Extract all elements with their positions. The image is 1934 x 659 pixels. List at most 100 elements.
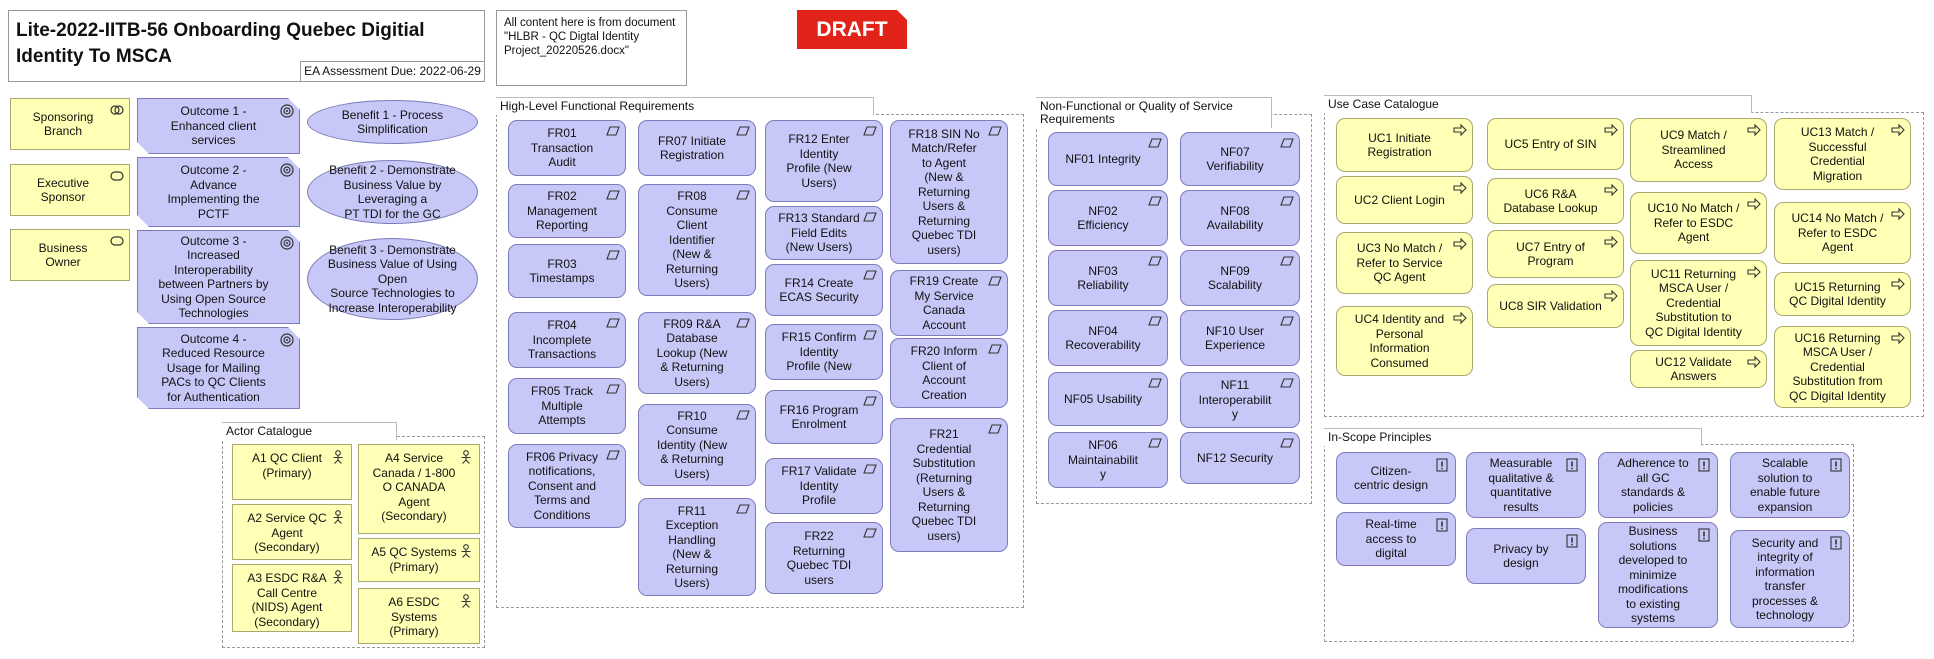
principle-real-time-access[interactable]: Real-time access to digital xyxy=(1336,512,1456,566)
requirement-icon xyxy=(863,212,877,224)
fr-01[interactable]: FR01 Transaction Audit xyxy=(508,120,626,176)
uc-01[interactable]: UC1 Initiate Registration xyxy=(1336,118,1473,172)
functional-requirements-label: High-Level Functional Requirements xyxy=(496,97,874,115)
role-business-owner[interactable]: Business Owner xyxy=(10,229,130,281)
fr-22[interactable]: FR22 Returning Quebec TDI users xyxy=(765,522,883,594)
uc-07[interactable]: UC7 Entry of Program xyxy=(1487,230,1624,278)
nf-11[interactable]: NF11 Interoperabilit y xyxy=(1180,372,1300,428)
principle-icon xyxy=(1698,528,1712,542)
principle-icon xyxy=(1436,518,1450,532)
requirement-icon xyxy=(736,504,750,516)
uc-04[interactable]: UC4 Identity and Personal Information Co… xyxy=(1336,306,1473,376)
nf-02[interactable]: NF02 Efficiency xyxy=(1048,190,1168,246)
benefit-1[interactable]: Benefit 1 - Process Simplification xyxy=(307,100,478,144)
fr-18[interactable]: FR18 SIN No Match/Refer to Agent (New & … xyxy=(890,120,1008,264)
nf-10[interactable]: NF10 User Experience xyxy=(1180,310,1300,366)
actor-a1[interactable]: A1 QC Client (Primary) xyxy=(232,444,352,500)
principle-scalable-solution[interactable]: Scalable solution to enable future expan… xyxy=(1730,452,1850,518)
fr-19[interactable]: FR19 Create My Service Canada Account xyxy=(890,270,1008,336)
nf-04[interactable]: NF04 Recoverability xyxy=(1048,310,1168,366)
actor-a5[interactable]: A5 QC Systems (Primary) xyxy=(358,538,480,582)
requirement-icon xyxy=(1280,316,1294,328)
fr-04[interactable]: FR04 Incomplete Transactions xyxy=(508,312,626,368)
nf-05[interactable]: NF05 Usability xyxy=(1048,372,1168,426)
uc-08[interactable]: UC8 SIR Validation xyxy=(1487,284,1624,328)
fr-07[interactable]: FR07 Initiate Registration xyxy=(638,120,756,176)
uc-05[interactable]: UC5 Entry of SIN xyxy=(1487,118,1624,170)
nf-07[interactable]: NF07 Verifiability xyxy=(1180,132,1300,186)
outcome-3[interactable]: Outcome 3 - Increased Interoperability b… xyxy=(137,230,300,324)
fr-11[interactable]: FR11 Exception Handling (New & Returning… xyxy=(638,498,756,596)
outcome-2[interactable]: Outcome 2 - Advance Implementing the PCT… xyxy=(137,157,300,227)
uc-06[interactable]: UC6 R&A Database Lookup xyxy=(1487,178,1624,224)
uc-02[interactable]: UC2 Client Login xyxy=(1336,176,1473,224)
arrow-right-icon xyxy=(1453,182,1467,194)
fr-09[interactable]: FR09 R&A Database Lookup (New & Returnin… xyxy=(638,312,756,394)
principles-label: In-Scope Principles xyxy=(1324,428,1702,446)
uc-12[interactable]: UC12 Validate Answers xyxy=(1630,350,1767,388)
target-icon xyxy=(280,163,294,175)
actor-a2[interactable]: A2 Service QC Agent (Secondary) xyxy=(232,504,352,560)
actor-a4[interactable]: A4 Service Canada / 1-800 O CANADA Agent… xyxy=(358,444,480,534)
requirement-icon xyxy=(863,464,877,476)
nf-01[interactable]: NF01 Integrity xyxy=(1048,132,1168,186)
uc-15[interactable]: UC15 Returning QC Digital Identity xyxy=(1774,272,1911,316)
fr-16[interactable]: FR16 Program Enrolment xyxy=(765,390,883,444)
nf-06[interactable]: NF06 Maintainabilit y xyxy=(1048,432,1168,488)
requirement-icon xyxy=(606,318,620,330)
requirement-icon xyxy=(736,410,750,422)
principle-gc-standards[interactable]: Adherence to all GC standards & policies xyxy=(1598,452,1718,518)
fr-21[interactable]: FR21 Credential Substitution (Returning … xyxy=(890,418,1008,552)
nf-03[interactable]: NF03 Reliability xyxy=(1048,250,1168,306)
requirement-icon xyxy=(1148,438,1162,450)
fr-02[interactable]: FR02 Management Reporting xyxy=(508,184,626,238)
requirement-icon xyxy=(606,190,620,202)
fr-20[interactable]: FR20 Inform Client of Account Creation xyxy=(890,338,1008,408)
fr-03[interactable]: FR03 Timestamps xyxy=(508,244,626,298)
requirement-icon xyxy=(1280,196,1294,208)
target-icon xyxy=(280,333,294,345)
fr-08[interactable]: FR08 Consume Client Identifier (New & Re… xyxy=(638,184,756,296)
nf-09[interactable]: NF09 Scalability xyxy=(1180,250,1300,306)
fr-05[interactable]: FR05 Track Multiple Attempts xyxy=(508,378,626,434)
uc-13[interactable]: UC13 Match / Successful Credential Migra… xyxy=(1774,118,1911,190)
uc-11[interactable]: UC11 Returning MSCA User / Credential Su… xyxy=(1630,260,1767,346)
principle-minimize-modifications[interactable]: Business solutions developed to minimize… xyxy=(1598,522,1718,628)
uc-16[interactable]: UC16 Returning MSCA User / Credential Su… xyxy=(1774,326,1911,408)
nf-12[interactable]: NF12 Security xyxy=(1180,432,1300,484)
principle-security-integrity[interactable]: Security and integrity of information tr… xyxy=(1730,530,1850,628)
nf-08[interactable]: NF08 Availability xyxy=(1180,190,1300,246)
uc-14[interactable]: UC14 No Match / Refer to ESDC Agent xyxy=(1774,202,1911,264)
principle-icon xyxy=(1436,458,1450,472)
fr-17[interactable]: FR17 Validate Identity Profile xyxy=(765,458,883,514)
uc-03[interactable]: UC3 No Match / Refer to Service QC Agent xyxy=(1336,232,1473,294)
actor-a6[interactable]: A6 ESDC Systems (Primary) xyxy=(358,588,480,644)
actor-a3[interactable]: A3 ESDC R&A Call Centre (NIDS) Agent (Se… xyxy=(232,564,352,632)
uc-09[interactable]: UC9 Match / Streamlined Access xyxy=(1630,118,1767,182)
principle-citizen-centric[interactable]: Citizen- centric design xyxy=(1336,452,1456,504)
fr-13[interactable]: FR13 Standard Field Edits (New Users) xyxy=(765,206,883,260)
fr-10[interactable]: FR10 Consume Identity (New & Returning U… xyxy=(638,404,756,486)
role-sponsoring-branch[interactable]: Sponsoring Branch xyxy=(10,98,130,150)
benefit-3[interactable]: Benefit 3 - Demonstrate Business Value o… xyxy=(307,238,478,320)
benefit-2[interactable]: Benefit 2 - Demonstrate Business Value b… xyxy=(307,160,478,224)
actor-icon xyxy=(460,450,474,464)
fr-06[interactable]: FR06 Privacy notifications, Consent and … xyxy=(508,444,626,528)
principle-icon xyxy=(1830,536,1844,550)
principle-privacy-by-design[interactable]: Privacy by design xyxy=(1466,528,1586,584)
actor-catalogue-label: Actor Catalogue xyxy=(222,422,397,440)
actor-icon xyxy=(332,510,346,524)
fr-14[interactable]: FR14 Create ECAS Security xyxy=(765,264,883,316)
outcome-4[interactable]: Outcome 4 - Reduced Resource Usage for M… xyxy=(137,327,300,409)
fr-15[interactable]: FR15 Confirm Identity Profile (New xyxy=(765,324,883,380)
role-executive-sponsor[interactable]: Executive Sponsor xyxy=(10,164,130,216)
principle-icon xyxy=(1698,458,1712,472)
source-note: All content here is from document "HLBR … xyxy=(496,10,687,86)
arrow-right-icon xyxy=(1604,184,1618,196)
uc-10[interactable]: UC10 No Match / Refer to ESDC Agent xyxy=(1630,192,1767,254)
arrow-right-icon xyxy=(1747,198,1761,210)
requirement-icon xyxy=(1148,138,1162,150)
principle-measurable-results[interactable]: Measurable qualitative & quantitative re… xyxy=(1466,452,1586,518)
outcome-1[interactable]: Outcome 1 - Enhanced client services xyxy=(137,98,300,154)
fr-12[interactable]: FR12 Enter Identity Profile (New Users) xyxy=(765,120,883,202)
